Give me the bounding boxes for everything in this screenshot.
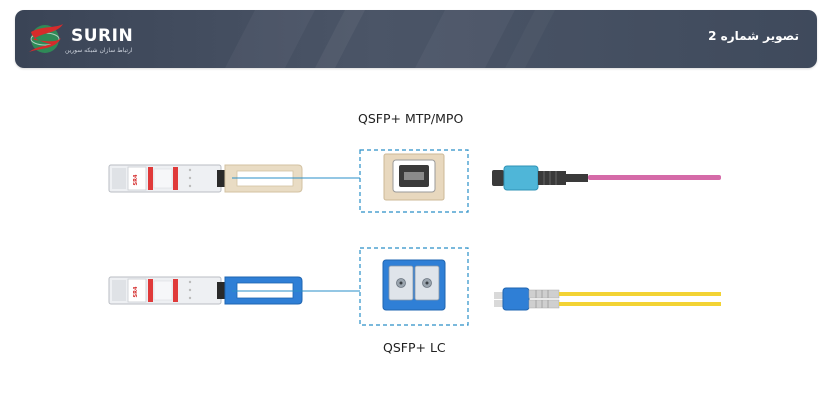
module-marking: SR4: [133, 174, 139, 185]
bottom-connector-label: QSFP+ LC: [383, 340, 446, 355]
page-title: تصویر شماره 2: [708, 29, 799, 43]
module-marking: SR4: [133, 286, 139, 297]
top-connector-label: QSFP+ MTP/MPO: [358, 111, 464, 126]
qsfp-lc-module: SR4: [108, 276, 303, 305]
qsfp-mpo-module: SR4: [108, 164, 303, 193]
header-bar: SURIN ارتباط سازان شبکه سورین تصویر شمار…: [15, 10, 817, 68]
qsfp-lc-port-box: [359, 247, 469, 326]
brand-name: SURIN: [71, 26, 134, 46]
mtp-mpo-connector: [492, 165, 721, 191]
brand-logo[interactable]: SURIN ارتباط سازان شبکه سورین: [27, 18, 137, 60]
globe-icon: [29, 24, 63, 53]
header-pattern: [225, 10, 515, 68]
qsfp-mpo-port-box: [359, 149, 469, 213]
brand-tagline: ارتباط سازان شبکه سورین: [65, 47, 133, 54]
lc-duplex-connector: [494, 287, 721, 311]
